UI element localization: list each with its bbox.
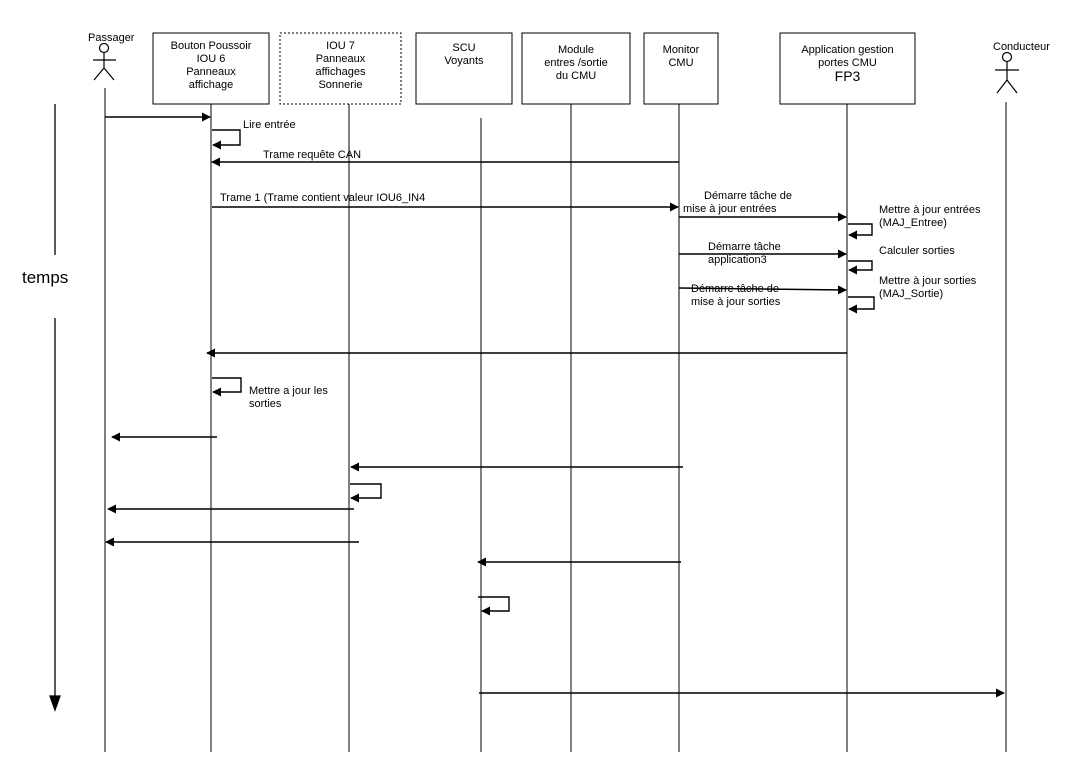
msg-demarre-maj-entrees: Démarre tâche de mise à jour entrées (683, 190, 793, 215)
msg-maj-entrees: Mettre à jour entrées (MAJ_Entree) (879, 204, 981, 229)
actor-passager-label: Passager (88, 32, 135, 44)
msg-trame-requete: Trame requête CAN (263, 149, 362, 161)
time-axis-arrowhead (49, 695, 61, 712)
self-lire-entree (212, 129, 241, 150)
self-maj-les-sorties (212, 377, 242, 397)
self-maj-entrees (848, 223, 873, 240)
msg-maj-sorties: Mettre à jour sorties (MAJ_Sortie) (879, 275, 977, 300)
box-bouton (152, 32, 270, 105)
box-appli (779, 32, 916, 105)
self-maj-sorties (848, 296, 875, 314)
time-axis-label: temps (22, 268, 69, 287)
actor-conducteur-figure (995, 51, 1019, 94)
msg-maj-les-sorties: Mettre a jour les sorties (249, 385, 328, 410)
box-module (521, 32, 631, 105)
box-scu (415, 32, 513, 105)
box-iou7 (279, 32, 402, 105)
msg-lire-entree: Lire entrée (243, 119, 296, 131)
self-scu (478, 596, 510, 616)
msg-calculer-sorties: Calculer sorties (879, 245, 955, 257)
self-calculer (848, 260, 873, 275)
actor-conducteur-label: Conducteur (993, 41, 1050, 53)
arrow-demarre-maj-sorties (678, 285, 847, 295)
msg-trame1: Trame 1 (Trame contient valeur IOU6_IN4 (220, 192, 426, 204)
msg-demarre-app: Démarre tâche application3 (708, 241, 781, 266)
box-monitor (643, 32, 719, 105)
actor-passager-figure (93, 42, 116, 81)
self-iou7 (350, 483, 382, 503)
msg-demarre-maj-sorties: Démarre tâche de mise à jour sorties (691, 283, 781, 308)
